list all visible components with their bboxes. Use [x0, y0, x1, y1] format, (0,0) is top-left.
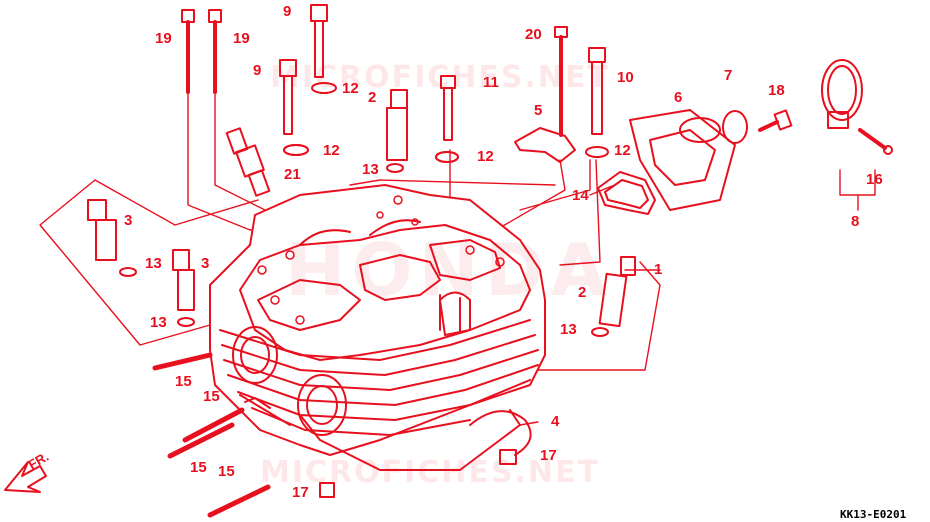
bolt-10 — [585, 47, 609, 158]
bolt-19-right — [208, 9, 222, 94]
collars-17 — [319, 449, 517, 498]
studs-15 — [152, 352, 271, 518]
label-13-top: 13 — [362, 161, 379, 178]
label-13-lower-left: 13 — [150, 314, 167, 331]
label-19-right: 19 — [233, 30, 250, 47]
screw-16 — [858, 128, 893, 155]
cap-7 — [722, 110, 748, 144]
label-7: 7 — [724, 67, 733, 84]
label-10: 10 — [617, 69, 634, 86]
label-5: 5 — [534, 102, 543, 119]
label-4: 4 — [551, 413, 560, 430]
label-20: 20 — [525, 26, 542, 43]
o-ring-13 — [386, 163, 609, 337]
label-3-upper: 3 — [124, 212, 133, 229]
stud-3-lower — [172, 249, 195, 327]
label-17-right: 17 — [540, 447, 557, 464]
dowel-2-right — [598, 256, 636, 328]
insulator-6 — [629, 109, 736, 211]
gasket-14 — [597, 171, 656, 215]
clamp-8 — [821, 59, 863, 129]
label-11: 11 — [483, 74, 499, 91]
label-3-lower: 3 — [201, 255, 210, 272]
bolt-18 — [758, 109, 793, 132]
label-14: 14 — [572, 187, 589, 204]
watermark-brand: HONDA — [285, 228, 613, 312]
label-12-c: 12 — [477, 148, 494, 165]
label-9-top: 9 — [283, 3, 292, 20]
label-8: 8 — [851, 213, 860, 230]
bolt-19-left — [181, 9, 195, 94]
spark-plug-21 — [225, 127, 271, 197]
head-holes — [257, 195, 505, 325]
label-13-upper-left: 13 — [145, 255, 162, 272]
bracket-5 — [514, 127, 576, 163]
dowel-2-top — [386, 89, 408, 161]
watermark-bottom: MICROFICHES.NET — [260, 455, 600, 490]
label-18: 18 — [768, 82, 785, 99]
bolt-20 — [554, 26, 568, 137]
label-9-lower: 9 — [253, 62, 262, 79]
label-1: 1 — [654, 261, 663, 278]
label-17-bottom: 17 — [292, 484, 309, 501]
label-2-top: 2 — [368, 89, 377, 106]
leader-lines — [39, 89, 876, 426]
label-15-b: 15 — [203, 388, 220, 405]
label-15-d: 15 — [218, 463, 235, 480]
label-21: 21 — [284, 166, 301, 183]
fr-arrow-icon — [4, 461, 47, 493]
watermark-top: MICROFICHES.NET — [270, 60, 610, 95]
label-12-b: 12 — [323, 142, 340, 159]
label-12-a: 12 — [342, 80, 359, 97]
label-12-d: 12 — [614, 142, 631, 159]
label-15-a: 15 — [175, 373, 192, 390]
stud-3-upper — [87, 199, 137, 277]
washers-12 — [283, 144, 459, 163]
label-13-right: 13 — [560, 321, 577, 338]
label-19-left: 19 — [155, 30, 172, 47]
bolt-9-top — [310, 4, 337, 94]
label-16: 16 — [866, 171, 883, 188]
diagram-code: KK13-E0201 — [840, 508, 907, 521]
label-2-right: 2 — [578, 284, 587, 301]
label-6: 6 — [674, 89, 683, 106]
label-15-c: 15 — [190, 459, 207, 476]
